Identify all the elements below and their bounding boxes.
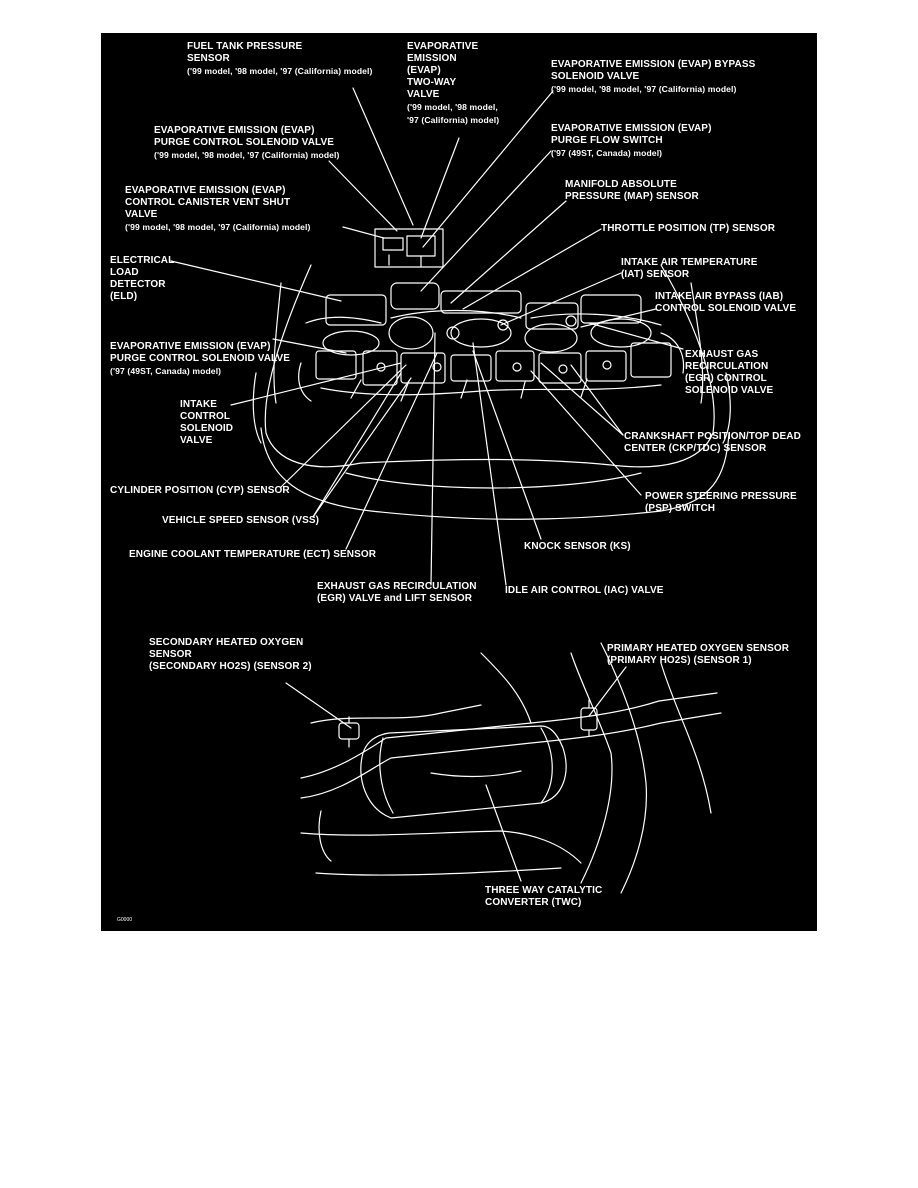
label-fuel-tank-pressure-sensor: FUEL TANK PRESSURE SENSOR('99 model, '98… — [187, 41, 373, 76]
leader-egr-valve — [430, 332, 436, 586]
label-tp-sensor: THROTTLE POSITION (TP) SENSOR — [601, 223, 776, 234]
label-knock-sensor: KNOCK SENSOR (KS) — [524, 541, 631, 552]
label-vss: VEHICLE SPEED SENSOR (VSS) — [162, 515, 320, 526]
label-psp-switch: POWER STEERING PRESSURE (PSP) SWITCH — [645, 491, 797, 514]
leader-eld — [170, 260, 342, 302]
hood-outline — [264, 264, 715, 468]
figure-code: G0000 — [117, 917, 133, 923]
label-evap-purge-control-solenoid-valve: EVAPORATIVE EMISSION (EVAP) PURGE CONTRO… — [154, 125, 340, 160]
leader-ect — [345, 352, 438, 550]
bumper-outline — [260, 427, 730, 520]
label-ect-sensor: ENGINE COOLANT TEMPERATURE (ECT) SENSOR — [129, 549, 377, 560]
label-primary-ho2s: PRIMARY HEATED OXYGEN SENSOR (PRIMARY HO… — [607, 643, 790, 666]
leader-map — [450, 200, 567, 304]
leader-iac — [472, 342, 507, 586]
leader-evap-two-way — [420, 137, 460, 239]
leader-twc — [485, 784, 522, 882]
label-ckp-tdc-sensor: CRANKSHAFT POSITION/TOP DEAD CENTER (CKP… — [624, 431, 801, 454]
label-evap-purge-control-solenoid-valve-97: EVAPORATIVE EMISSION (EVAP) PURGE CONTRO… — [110, 341, 291, 376]
label-eld: ELECTRICAL LOAD DETECTOR (ELD) — [110, 255, 175, 302]
label-map-sensor: MANIFOLD ABSOLUTE PRESSURE (MAP) SENSOR — [565, 179, 699, 202]
leader-evap-bypass — [422, 90, 554, 248]
engine-bay-illustration — [170, 87, 731, 894]
label-egr-control-solenoid-valve: EXHAUST GAS RECIRCULATION (EGR) CONTROL … — [685, 349, 774, 396]
catalytic-converter — [360, 725, 567, 819]
label-iac-valve: IDLE AIR CONTROL (IAC) VALVE — [505, 585, 664, 596]
label-cyp-sensor: CYLINDER POSITION (CYP) SENSOR — [110, 485, 290, 496]
leader-egr-control — [588, 322, 684, 350]
label-iat-sensor: INTAKE AIR TEMPERATURE (IAT) SENSOR — [621, 257, 758, 280]
label-secondary-ho2s: SECONDARY HEATED OXYGEN SENSOR (SECONDAR… — [149, 637, 312, 672]
leader-ckp-2 — [570, 364, 624, 436]
leader-cyp — [280, 364, 407, 488]
leader-ckp-1 — [540, 362, 624, 436]
label-iab-control-solenoid-valve: INTAKE AIR BYPASS (IAB) CONTROL SOLENOID… — [655, 291, 797, 314]
label-evap-purge-flow-switch: EVAPORATIVE EMISSION (EVAP) PURGE FLOW S… — [551, 123, 712, 158]
leader-primary-ho2s — [588, 666, 627, 717]
leader-psp — [530, 370, 642, 496]
leader-canister-vent — [342, 226, 385, 239]
leader-secondary-ho2s — [285, 682, 352, 729]
leader-intake-control — [230, 362, 402, 406]
leader-purge-control — [328, 160, 398, 232]
leader-vss-2 — [312, 377, 412, 518]
fender-right — [722, 372, 731, 444]
component-location-diagram: FUEL TANK PRESSURE SENSOR('99 model, '98… — [101, 33, 817, 931]
label-evap-bypass-solenoid-valve: EVAPORATIVE EMISSION (EVAP) BYPASS SOLEN… — [551, 59, 756, 94]
leader-knock — [472, 350, 542, 540]
leader-iat — [500, 272, 622, 326]
leader-purge-control-97 — [272, 338, 347, 354]
fender-left — [252, 372, 262, 444]
leader-purge-flow — [420, 150, 552, 292]
leader-vss-1 — [312, 372, 402, 518]
leader-fuel-tank — [352, 87, 414, 226]
label-evap-canister-vent-shut-valve: EVAPORATIVE EMISSION (EVAP) CONTROL CANI… — [125, 185, 311, 232]
label-egr-valve-lift-sensor: EXHAUST GAS RECIRCULATION (EGR) VALVE an… — [317, 581, 477, 604]
leader-tp — [462, 228, 602, 310]
exhaust-pipe — [300, 712, 722, 799]
label-intake-control-solenoid-valve: INTAKE CONTROL SOLENOID VALVE — [180, 399, 234, 446]
label-twc: THREE WAY CATALYTIC CONVERTER (TWC) — [485, 885, 603, 908]
label-evap-two-way-valve: EVAPORATIVE EMISSION (EVAP) TWO-WAY VALV… — [407, 41, 500, 125]
